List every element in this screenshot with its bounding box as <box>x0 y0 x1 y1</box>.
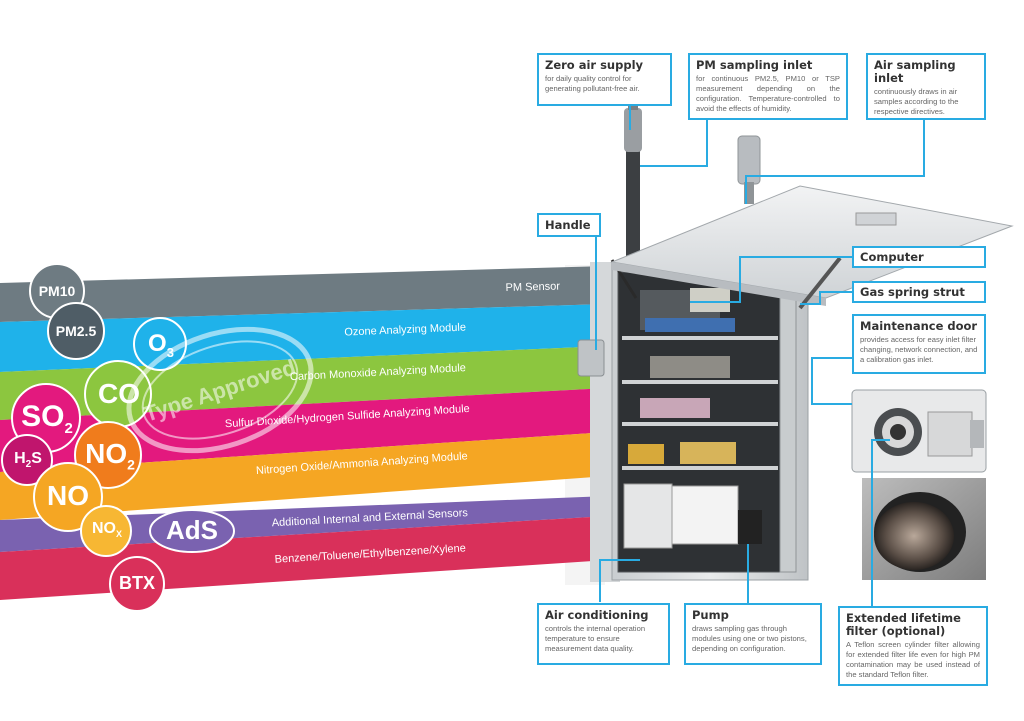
callout-description: draws sampling gas through modules using… <box>692 624 807 653</box>
callout-air-sampling-inlet: Air sampling inlet continuously draws in… <box>866 53 986 120</box>
bubble-label-ads: AdS <box>150 515 234 546</box>
pollutant-bubbles <box>1 263 235 612</box>
callout-computer: Computer <box>852 246 986 268</box>
bubble-sub: X <box>115 529 122 540</box>
band-co <box>0 346 608 420</box>
callout-air-conditioning: Air conditioning controls the internal o… <box>537 603 670 665</box>
bubble-text: NO <box>91 520 116 537</box>
bubble-text: NO <box>47 480 89 511</box>
bubble-label-so2: SO2 <box>12 400 82 437</box>
bubble-label-nox: NOX <box>82 520 132 539</box>
bubble-text: AdS <box>166 515 218 545</box>
bubble-sub: 2 <box>25 459 32 471</box>
bubble-text: NO <box>85 438 128 469</box>
band-pm <box>0 266 608 322</box>
bubble-label-h2s: H2S <box>4 450 52 470</box>
callout-description: for daily quality control for generating… <box>545 74 640 93</box>
bubble-text: PM10 <box>38 283 76 299</box>
callout-maintenance-door: Maintenance door provides access for eas… <box>852 314 986 374</box>
bubble-text: CO <box>98 378 140 409</box>
callout-title: Handle <box>545 217 591 232</box>
bubble-sub: 2 <box>64 420 73 437</box>
callout-description: controls the internal operation temperat… <box>545 624 646 653</box>
band-so2 <box>0 388 608 472</box>
callout-description: provides access for easy inlet filter ch… <box>860 335 978 364</box>
cabinet-lid <box>610 185 1014 299</box>
band-no2 <box>0 432 608 520</box>
bubble-text: H <box>14 450 26 467</box>
callout-title: Pump <box>692 608 729 622</box>
bubble-label-btx: BTX <box>110 573 164 594</box>
bubble-tail: S <box>31 450 42 467</box>
callout-extended-lifetime-filter: Extended lifetime filter (optional) A Te… <box>838 606 988 686</box>
bubble-label-co: CO <box>86 378 152 410</box>
callout-description: continuously draws in air samples accord… <box>874 87 959 116</box>
pm-inlet-head <box>624 108 642 152</box>
bubble-label-no: NO <box>34 480 102 512</box>
bubble-label-o3: O3 <box>136 330 186 360</box>
bubble-nox <box>80 505 132 557</box>
type-approved-stamp <box>126 326 314 454</box>
bubble-label-pm10: PM10 <box>30 283 84 299</box>
bubble-text: O <box>148 330 167 357</box>
callout-title: Computer <box>860 249 924 264</box>
callout-title: Zero air supply <box>545 58 644 72</box>
bubble-text: PM2.5 <box>55 323 97 339</box>
bubble-pm25 <box>47 302 105 360</box>
bubble-text: SO <box>21 400 65 433</box>
bubble-btx <box>109 556 165 612</box>
handle-graphic <box>577 339 605 377</box>
bubble-no <box>33 462 103 532</box>
bubble-text: BTX <box>119 573 155 593</box>
callout-description: A Teflon screen cylinder filter allowing… <box>846 640 980 679</box>
bubble-sub: 3 <box>166 344 174 360</box>
callout-title: Gas spring strut <box>860 284 965 299</box>
bubble-label-pm25: PM2.5 <box>48 323 104 339</box>
bubble-sub: 2 <box>127 456 135 473</box>
callout-title: PM sampling inlet <box>696 58 813 72</box>
callout-title: Extended lifetime filter (optional) <box>846 611 961 638</box>
callout-title: Air conditioning <box>545 608 649 622</box>
callout-handle: Handle <box>537 213 601 237</box>
callout-title: Air sampling inlet <box>874 58 956 85</box>
bubble-h2s <box>1 434 53 486</box>
callout-gas-spring-strut: Gas spring strut <box>852 281 986 303</box>
bubble-label-no2: NO2 <box>76 438 144 473</box>
callout-pm-sampling-inlet: PM sampling inlet for continuous PM2.5, … <box>688 53 848 120</box>
callout-title: Maintenance door <box>860 319 978 333</box>
callout-pump: Pump draws sampling gas through modules … <box>684 603 822 665</box>
bubble-ads <box>149 509 235 553</box>
callout-zero-air-supply: Zero air supply for daily quality contro… <box>537 53 672 106</box>
callout-description: for continuous PM2.5, PM10 or TSP measur… <box>696 74 840 113</box>
